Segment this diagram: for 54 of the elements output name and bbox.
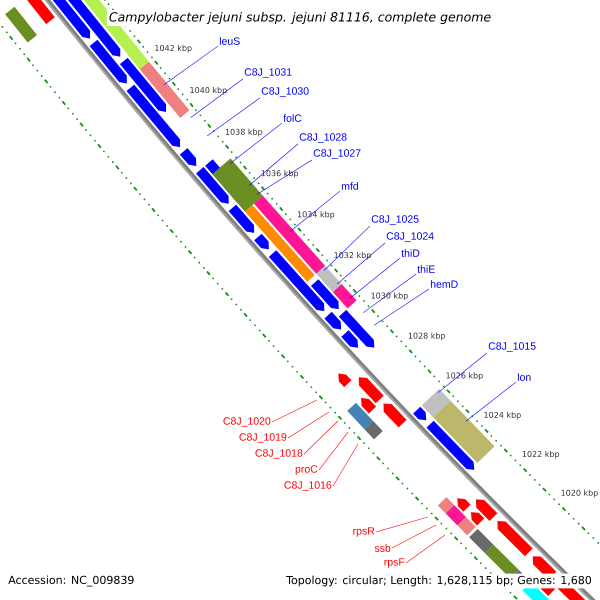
leader-line xyxy=(438,352,488,393)
leader-line xyxy=(349,258,400,299)
gene-label: C8J_1030 xyxy=(262,87,309,97)
gene-label: hemD xyxy=(430,280,458,288)
gene-label: proC xyxy=(296,465,318,475)
gene-label: rpsR xyxy=(353,527,374,537)
scale-label: 1038 kbp xyxy=(226,128,262,136)
leader-line xyxy=(336,242,386,284)
title: Campylobacter jejuni subsp. jejuni 81116, complete genome xyxy=(106,10,494,26)
leader-line xyxy=(164,46,218,86)
gene-label: rpsF xyxy=(384,558,404,568)
leader-line xyxy=(376,516,428,532)
gene-label: ssb xyxy=(374,544,390,552)
leader-line xyxy=(466,382,516,422)
gene-label: C8J_1031 xyxy=(244,68,292,78)
genome-info-text: Topology: circular; Length: 1,628,115 bp; Genes: 1,680 xyxy=(284,574,594,588)
gene-label: mfd xyxy=(342,182,358,190)
gene-label: C8J_1028 xyxy=(300,133,347,143)
leader-line xyxy=(248,144,298,186)
accession-text: Accession: NC_009839 xyxy=(6,574,136,588)
gene-label: C8J_1025 xyxy=(372,215,419,225)
gene-label: thiD xyxy=(401,249,420,257)
leader-line xyxy=(374,288,430,326)
gene-label: leuS xyxy=(220,37,240,45)
leader-line xyxy=(392,524,436,548)
gene-label: C8J_1018 xyxy=(255,449,302,459)
gene-label: C8J_1019 xyxy=(239,433,286,443)
gene-label: C8J_1016 xyxy=(284,481,332,491)
leader-line xyxy=(288,412,330,438)
gene-label: C8J_1024 xyxy=(386,232,434,242)
gene-label: C8J_1020 xyxy=(223,417,270,427)
leader-line xyxy=(190,78,244,118)
leader-line xyxy=(272,400,318,422)
gene-label: lon xyxy=(518,373,531,381)
gene-label: C8J_1027 xyxy=(314,149,361,159)
leader-line xyxy=(304,420,338,454)
leader-line xyxy=(406,534,446,564)
leader-line xyxy=(332,444,358,486)
scale-label: 1022 kbp xyxy=(522,450,560,459)
scale-label: 1040 kbp xyxy=(190,86,227,95)
gene-label: folC xyxy=(283,114,302,122)
leader-line xyxy=(206,98,260,136)
gene-label: C8J_1015 xyxy=(488,342,536,352)
gene-label: thiE xyxy=(417,265,435,273)
scale-label: 1024 kbp xyxy=(484,412,521,420)
scale-label: 1028 kbp xyxy=(408,332,446,340)
leader-line xyxy=(230,122,282,164)
leader-line xyxy=(256,160,312,195)
leader-line xyxy=(324,226,370,271)
leader-line xyxy=(318,432,348,470)
scale-label: 1020 kbp xyxy=(561,490,598,498)
scale-label: 1042 kbp xyxy=(155,44,192,53)
leader-line xyxy=(362,274,416,314)
leader-line xyxy=(290,190,340,232)
